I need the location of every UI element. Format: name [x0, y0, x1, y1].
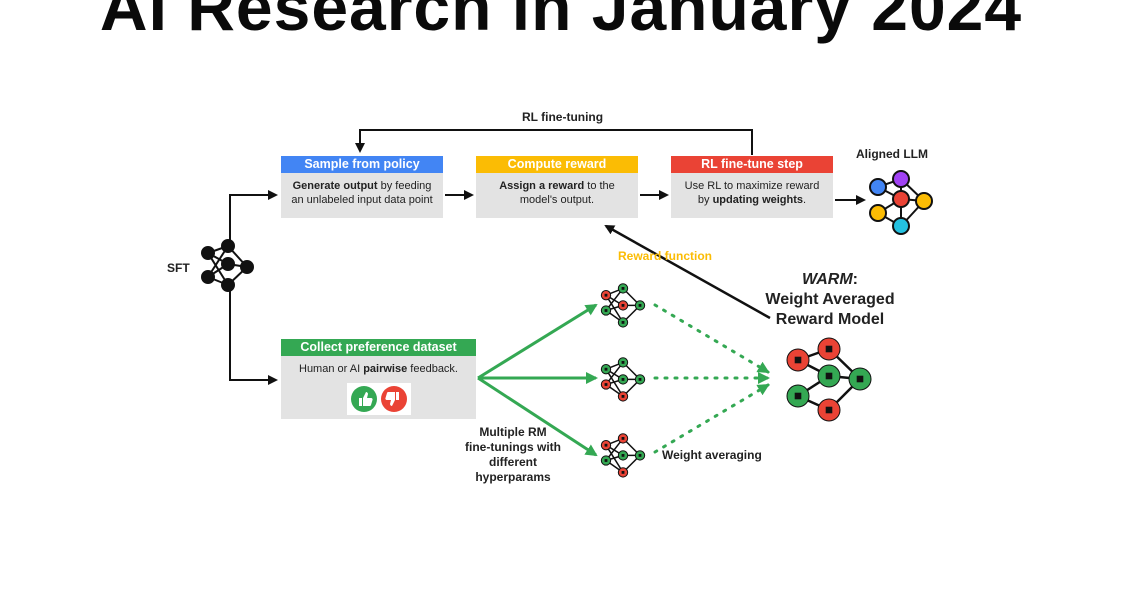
- thumbs-up-node-icon: [634, 300, 646, 311]
- multiple-rm-label: Multiple RM fine-tunings with different …: [448, 425, 578, 485]
- sample-line2: an unlabeled input data point: [291, 194, 433, 206]
- compute-line1-rest: to the: [584, 180, 615, 192]
- warm-line2: Weight Averaged: [765, 291, 895, 308]
- thumbs-down-node-icon: [617, 433, 629, 444]
- green-arrows-to-rms: [477, 303, 598, 457]
- thumbs-up-node-icon: [617, 317, 629, 328]
- rlstep-line1: Use RL to maximize reward: [684, 180, 820, 192]
- aligned-llm-network-icon: [869, 170, 933, 235]
- arrow-sft-to-collect: [229, 290, 278, 385]
- thumbs-down-node-icon: [617, 391, 629, 402]
- sft-network-icon: [201, 239, 254, 292]
- dotted-weight-averaging: [653, 303, 770, 454]
- warm-network-icon: [786, 337, 872, 422]
- aligned-llm-label: Aligned LLM: [856, 147, 928, 161]
- sample-from-policy-box: Sample from policy Generate output by fe…: [281, 156, 443, 218]
- network-edge: [605, 368, 624, 397]
- rl-fine-tune-step-box: RL fine-tune step Use RL to maximize rew…: [671, 156, 833, 218]
- compute-box-body: Assign a reward to the model's output.: [476, 173, 638, 207]
- thumbs-up-node-icon: [817, 364, 841, 388]
- thumbs-down-node-icon: [817, 337, 841, 361]
- rlstep-line2-post: .: [803, 194, 807, 206]
- collect-box-header: Collect preference dataset: [281, 339, 476, 356]
- collect-line1-bold: pairwise: [363, 363, 408, 375]
- rlstep-line2-bold: updating weights: [712, 194, 804, 206]
- thumbs-up-node-icon: [600, 364, 612, 375]
- reward-model-3-icon: [600, 433, 646, 478]
- thumbs-up-node-icon: [617, 374, 629, 385]
- thumbs-up-node-icon: [600, 305, 612, 316]
- compute-line2: model's output.: [519, 194, 595, 206]
- rlstep-box-header: RL fine-tune step: [671, 156, 833, 173]
- arrow-warm-to-compute: [604, 224, 771, 320]
- compute-box-header: Compute reward: [476, 156, 638, 173]
- thumbs-up-icon: [351, 386, 377, 412]
- reward-function-label: Reward function: [618, 249, 713, 263]
- thumbs-down-node-icon: [617, 300, 629, 311]
- sample-line1-bold: Generate output: [292, 180, 378, 192]
- warm-line3: Reward Model: [775, 311, 885, 328]
- warm-title: WARM: [802, 271, 853, 288]
- thumbs-up-node-icon: [634, 374, 646, 385]
- sft-label: SFT: [167, 261, 190, 275]
- sample-box-header: Sample from policy: [281, 156, 443, 173]
- thumbs-up-node-icon: [617, 283, 629, 294]
- collect-line1-post: feedback.: [407, 363, 458, 375]
- feedback-icons: [347, 383, 411, 415]
- thumbs-down-node-icon: [600, 440, 612, 451]
- network-edge: [605, 294, 624, 323]
- sample-line1-rest: by feeding: [377, 180, 432, 192]
- rl-fine-tuning-label: RL fine-tuning: [522, 110, 604, 124]
- multiple-rm-line1: Multiple RM: [479, 425, 547, 439]
- weight-averaging-label: Weight averaging: [662, 448, 762, 462]
- warm-label: WARM: Weight Averaged Reward Model: [740, 270, 920, 330]
- network-edge: [605, 444, 624, 473]
- thumbs-down-icon: [381, 386, 407, 412]
- multiple-rm-line4: hyperparams: [475, 470, 551, 484]
- compute-reward-box: Compute reward Assign a reward to the mo…: [476, 156, 638, 218]
- collect-preference-box: Collect preference dataset Human or AI p…: [281, 339, 476, 419]
- rlstep-box-body: Use RL to maximize reward by updating we…: [671, 173, 833, 207]
- thumbs-down-node-icon: [617, 467, 629, 478]
- compute-line1-bold: Assign a reward: [499, 180, 585, 192]
- thumbs-down-node-icon: [817, 398, 841, 422]
- thumbs-up-node-icon: [634, 450, 646, 461]
- multiple-rm-line2: fine-tunings with: [465, 440, 561, 454]
- rlstep-line2-pre: by: [697, 194, 713, 206]
- thumbs-down-node-icon: [786, 348, 810, 372]
- reward-model-2-icon: [600, 357, 646, 402]
- thumbs-down-node-icon: [600, 290, 612, 301]
- rl-loop-arrow: [355, 129, 753, 155]
- multiple-rm-line3: different: [489, 455, 537, 469]
- thumbs-up-node-icon: [600, 455, 612, 466]
- thumbs-up-node-icon: [617, 450, 629, 461]
- thumbs-up-node-icon: [786, 384, 810, 408]
- page-title: AI Research in January 2024: [99, 0, 1023, 44]
- thumbs-down-node-icon: [600, 379, 612, 390]
- sample-box-body: Generate output by feeding an unlabeled …: [281, 173, 443, 207]
- thumbs-up-node-icon: [848, 367, 872, 391]
- collect-box-body: Human or AI pairwise feedback.: [281, 356, 476, 376]
- collect-line1-pre: Human or AI: [299, 363, 364, 375]
- thumbs-up-node-icon: [617, 357, 629, 368]
- arrow-sft-to-sample: [229, 190, 278, 240]
- reward-model-1-icon: [600, 283, 646, 328]
- warm-colon: :: [852, 271, 858, 288]
